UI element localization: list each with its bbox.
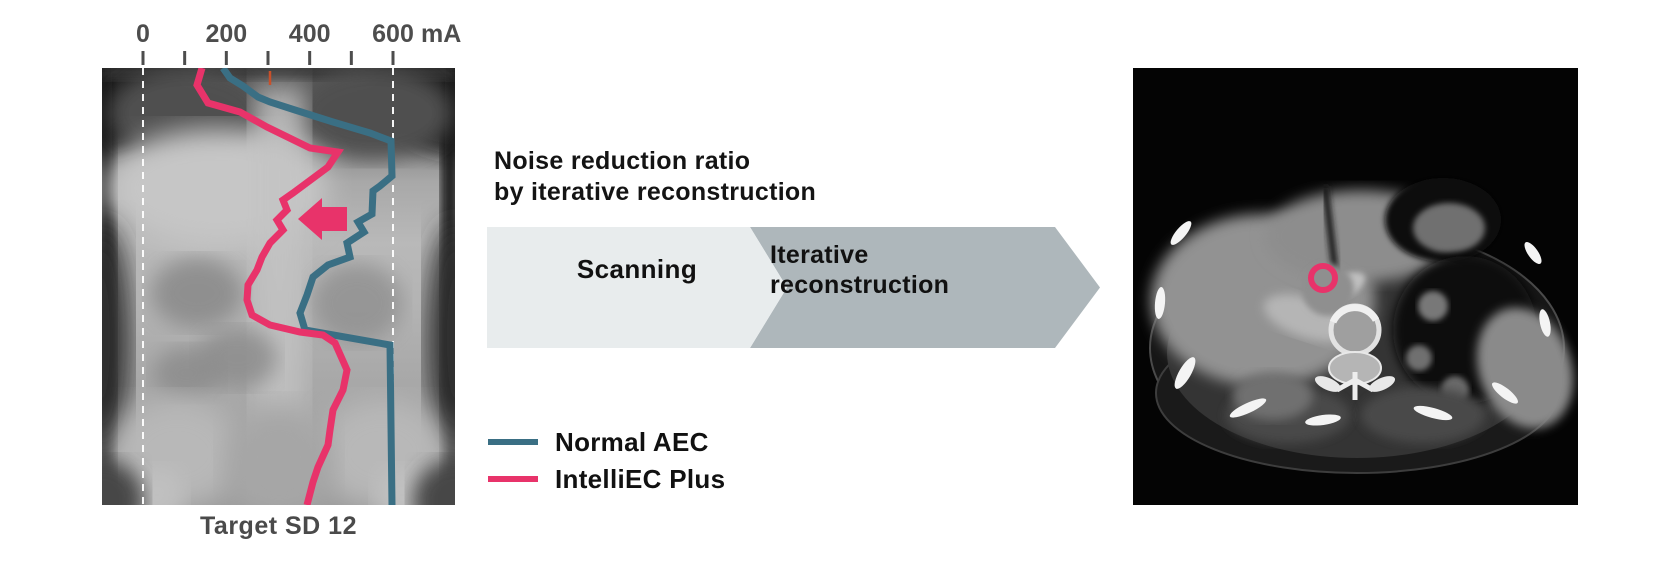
legend-item-normal-aec: Normal AEC bbox=[488, 427, 725, 457]
axial-ct-image bbox=[1133, 68, 1578, 505]
rib-highlights bbox=[1154, 221, 1551, 426]
flow-step-scanning-shape bbox=[487, 227, 787, 348]
legend: Normal AEC IntelliEC Plus bbox=[488, 427, 725, 501]
figure-title-line2: by iterative reconstruction bbox=[494, 178, 817, 206]
ma-curves bbox=[193, 68, 396, 505]
curve-normal-aec bbox=[220, 68, 396, 505]
dose-reduction-arrow-icon bbox=[298, 198, 347, 240]
ma-axis: 0 200 400 600 bbox=[136, 20, 414, 65]
intelliec-plus-label: IntelliEC Plus bbox=[555, 463, 726, 494]
figure-title: Noise reduction ratio by iterative recon… bbox=[494, 146, 816, 208]
curve-intelliec-plus bbox=[193, 68, 351, 505]
ma-axis-tick-label: 600 bbox=[372, 20, 414, 48]
ma-axis-tick-label: 200 bbox=[205, 20, 247, 48]
normal-aec-line-swatch bbox=[488, 439, 538, 445]
roi-circle-annotation bbox=[1308, 263, 1338, 293]
ma-axis-tick-label: 400 bbox=[289, 20, 331, 48]
ma-axis-unit-label: mA bbox=[421, 20, 461, 48]
intelliec-plus-line-swatch bbox=[488, 476, 538, 482]
process-flow-arrow bbox=[487, 227, 1100, 348]
flow-step-iterative-shape bbox=[750, 227, 1100, 348]
legend-item-intelliec-plus: IntelliEC Plus bbox=[488, 464, 725, 494]
normal-aec-label: Normal AEC bbox=[555, 426, 709, 457]
figure-title-line1: Noise reduction ratio bbox=[494, 147, 751, 175]
flow-step-scanning-label: Scanning bbox=[576, 254, 698, 284]
scout-caption: Target SD 12 bbox=[200, 512, 357, 540]
ma-axis-tick-label: 0 bbox=[136, 20, 150, 48]
scout-image bbox=[102, 68, 455, 505]
flow-step-iterative-label: Iterative reconstruction bbox=[770, 241, 950, 299]
dose-modulation-figure: 0 200 400 600 mA bbox=[102, 20, 461, 505]
